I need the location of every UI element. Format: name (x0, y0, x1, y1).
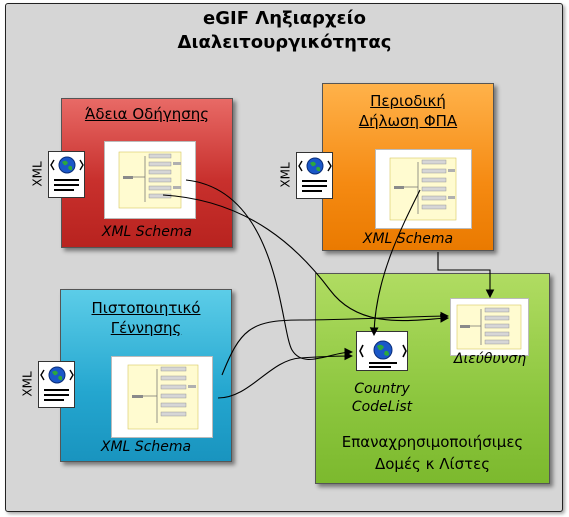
reusable-title-line-1: Επαναχρησιμοποιήσιμες (341, 433, 524, 451)
codelist-label-line-1: Country (354, 381, 410, 397)
title-line-1: eGIF Ληξιαρχείο (203, 8, 366, 29)
vat-title-line-2: Δήλωση ΦΠΑ (358, 112, 458, 130)
schema-tree-icon (127, 364, 199, 430)
vat-title-line-1: Περιοδική (370, 92, 446, 110)
birth-title-line-1: Πιστοποιητικό (91, 299, 201, 317)
arrow-license-to-address (162, 194, 450, 323)
globe-icon (359, 340, 407, 368)
birth-schema-thumbnail (111, 356, 213, 438)
schema-tree-graphic (118, 151, 182, 209)
driving-license-box: Άδεια Οδήγησης XML Schema (61, 98, 233, 248)
schema-tree-graphic (456, 304, 522, 350)
xml-document-icon (38, 361, 75, 408)
reusable-title-line-2: Δομές κ Λίστες (374, 455, 491, 473)
diagram-title: eGIF Ληξιαρχείο Διαλειτουργικότητας (0, 7, 569, 55)
codelist-label-line-2: CodeList (351, 399, 413, 415)
arrow-vat-to-address (437, 252, 495, 299)
vat-schema-thumbnail (375, 149, 472, 229)
birth-certificate-box: Πιστοποιητικό Γέννησης XML Schema (60, 289, 232, 462)
xml-document-icon (356, 331, 408, 371)
arrow-vat-to-codelist (369, 189, 421, 337)
birth-schema-label: XML Schema (100, 439, 192, 455)
title-line-2: Διαλειτουργικότητας (177, 32, 392, 53)
schema-tree-graphic (127, 364, 199, 430)
arrow-birth-to-address (221, 311, 450, 376)
schema-tree-icon (389, 157, 457, 221)
arrow-license-to-codelist (185, 179, 354, 360)
schema-tree-icon (118, 151, 182, 209)
globe-graphic (359, 340, 407, 368)
license-schema-label: XML Schema (101, 224, 193, 240)
license-schema-thumbnail (104, 141, 196, 219)
reusable-structures-box: Διεύθυνση Country CodeList Επαναχρησιμοπ… (315, 273, 550, 484)
globe-icon (50, 156, 84, 191)
driving-license-title: Άδεια Οδήγησης (84, 105, 210, 123)
xml-document-icon (296, 152, 333, 199)
arrow-birth-to-codelist (217, 351, 354, 399)
xml-document-icon (48, 151, 85, 198)
address-label: Διεύθυνση (453, 351, 527, 367)
schema-tree-graphic (389, 157, 457, 221)
birth-title-line-2: Γέννησης (110, 319, 182, 337)
vat-schema-label: XML Schema (362, 231, 454, 247)
address-schema-thumbnail (450, 298, 529, 356)
vat-declaration-box: Περιοδική Δήλωση ΦΠΑ XML Schema (322, 83, 494, 251)
globe-icon (298, 157, 332, 192)
globe-icon (40, 366, 74, 401)
schema-tree-icon (456, 304, 522, 350)
